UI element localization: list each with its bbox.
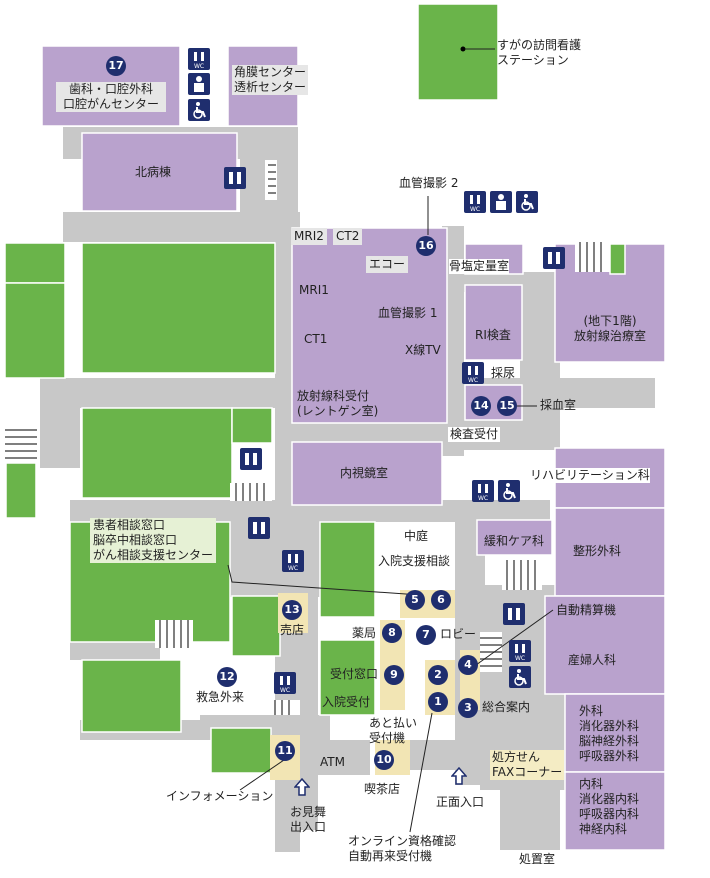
svg-text:WC: WC bbox=[468, 377, 478, 384]
label-deferred-pay: あと払い 受付機 bbox=[369, 716, 418, 745]
label-angio2: 血管撮影 2 bbox=[399, 176, 459, 190]
label-visitor-entrance: お見舞 出入口 bbox=[289, 805, 326, 834]
label-treatment: 処置室 bbox=[519, 852, 556, 866]
gardens bbox=[4, 3, 626, 774]
restroom-icon bbox=[240, 448, 262, 470]
station-dot bbox=[460, 46, 466, 52]
wheelchair-icon bbox=[509, 666, 531, 688]
marker-4[interactable]: 4 bbox=[458, 655, 478, 675]
label-information: インフォメーション bbox=[166, 789, 274, 803]
label-exam-reception: 検査受付 bbox=[448, 427, 501, 442]
marker-5[interactable]: 5 bbox=[405, 590, 425, 610]
marker-6[interactable]: 6 bbox=[431, 590, 451, 610]
marker-1[interactable]: 1 bbox=[428, 692, 448, 712]
label-angio1: 血管撮影 1 bbox=[378, 306, 438, 320]
marker-15[interactable]: 15 bbox=[497, 396, 517, 416]
restroom-icon: WC bbox=[282, 550, 304, 572]
stair-lines bbox=[5, 164, 602, 715]
label-endoscopy: 内視鏡室 bbox=[340, 466, 389, 480]
buildings bbox=[41, 45, 666, 851]
marker-2[interactable]: 2 bbox=[428, 665, 448, 685]
label-cafe: 喫茶店 bbox=[364, 782, 401, 796]
svg-text:WC: WC bbox=[280, 687, 290, 694]
marker-7[interactable]: 7 bbox=[416, 625, 436, 645]
label-mri2: MRI2 bbox=[291, 228, 327, 245]
label-ct1: CT1 bbox=[304, 332, 328, 346]
restroom-icon: WC bbox=[472, 480, 494, 502]
restroom-icon bbox=[248, 517, 270, 539]
marker-11[interactable]: 11 bbox=[275, 741, 295, 761]
label-suga-station: すがの訪問看護 ステーション bbox=[497, 38, 582, 67]
label-bone: 骨塩定量室 bbox=[449, 259, 510, 274]
label-ct2: CT2 bbox=[333, 228, 363, 245]
label-obgyn: 産婦人科 bbox=[568, 653, 617, 667]
wheelchair-icon bbox=[498, 480, 520, 502]
label-echo: エコー bbox=[366, 256, 409, 273]
svg-text:WC: WC bbox=[194, 63, 204, 70]
nursing-room-icon bbox=[188, 73, 210, 95]
label-dental: 歯科・口腔外科 口腔がんセンター bbox=[56, 82, 166, 112]
marker-9[interactable]: 9 bbox=[384, 665, 404, 685]
label-blood: 採血室 bbox=[540, 398, 577, 412]
label-mri1: MRI1 bbox=[299, 283, 329, 297]
label-shop: 売店 bbox=[280, 623, 305, 637]
label-pharmacy: 薬局 bbox=[352, 626, 377, 640]
marker-3[interactable]: 3 bbox=[458, 698, 478, 718]
restroom-icon bbox=[543, 247, 565, 269]
label-orthopedics: 整形外科 bbox=[573, 544, 622, 558]
label-north-ward: 北病棟 bbox=[135, 165, 172, 179]
label-rx-fax: 処方せん FAXコーナー bbox=[490, 750, 565, 780]
marker-16[interactable]: 16 bbox=[416, 236, 436, 256]
svg-text:WC: WC bbox=[470, 206, 480, 213]
label-internal: 内科 消化器内科 呼吸器内科 神経内科 bbox=[579, 777, 640, 836]
label-admission-consult: 入院支援相談 bbox=[378, 554, 451, 569]
label-auto-pay: 自動精算機 bbox=[556, 603, 617, 617]
marker-8[interactable]: 8 bbox=[382, 623, 402, 643]
label-palliative: 緩和ケア科 bbox=[484, 534, 545, 548]
restroom-icon: WC bbox=[274, 672, 296, 694]
label-admission-reception: 入院受付 bbox=[322, 695, 371, 709]
label-cornea: 角膜センター 透析センター bbox=[232, 65, 309, 95]
label-urine: 採尿 bbox=[491, 366, 516, 380]
marker-10[interactable]: 10 bbox=[374, 750, 394, 770]
restroom-icon bbox=[224, 167, 246, 189]
label-rehab: リハビリテーション科 bbox=[530, 468, 650, 483]
restroom-icon: WC bbox=[509, 640, 531, 662]
restroom-icon bbox=[503, 603, 525, 625]
nursing-room-icon bbox=[490, 191, 512, 213]
label-basement-rad: (地下1階) 放射線治療室 bbox=[573, 314, 646, 343]
svg-text:WC: WC bbox=[478, 495, 488, 502]
label-main-entrance: 正面入口 bbox=[436, 795, 485, 809]
label-lobby: ロビー bbox=[440, 627, 477, 641]
label-online-check: オンライン資格確認 自動再来受付機 bbox=[348, 834, 457, 863]
svg-text:WC: WC bbox=[288, 565, 298, 572]
marker-14[interactable]: 14 bbox=[471, 396, 491, 416]
label-radiology-reception: 放射線科受付 (レントゲン室) bbox=[297, 389, 379, 418]
wheelchair-icon bbox=[188, 99, 210, 121]
restroom-icon: WC bbox=[462, 362, 484, 384]
label-xray-tv: X線TV bbox=[405, 343, 441, 357]
label-reception-window: 受付窓口 bbox=[330, 667, 379, 681]
marker-12[interactable]: 12 bbox=[217, 667, 237, 687]
restroom-icon: WC bbox=[464, 191, 486, 213]
restroom-icon: WC bbox=[188, 48, 210, 70]
label-courtyard: 中庭 bbox=[404, 529, 429, 543]
leader-lines bbox=[227, 48, 554, 833]
label-emergency: 救急外来 bbox=[196, 690, 245, 704]
label-consult: 患者相談窓口 脳卒中相談窓口 がん相談支援センター bbox=[90, 518, 217, 563]
marker-13[interactable]: 13 bbox=[282, 600, 302, 620]
label-surgery: 外科 消化器外科 脳神経外科 呼吸器外科 bbox=[579, 704, 640, 763]
visitor-entrance-arrow-icon bbox=[294, 778, 310, 796]
wheelchair-icon bbox=[516, 191, 538, 213]
svg-text:WC: WC bbox=[515, 655, 525, 662]
main-entrance-arrow-icon bbox=[451, 767, 467, 785]
label-ri: RI検査 bbox=[475, 328, 511, 342]
label-atm: ATM bbox=[320, 755, 345, 769]
marker-17[interactable]: 17 bbox=[106, 56, 126, 76]
label-general-info: 総合案内 bbox=[482, 700, 531, 714]
